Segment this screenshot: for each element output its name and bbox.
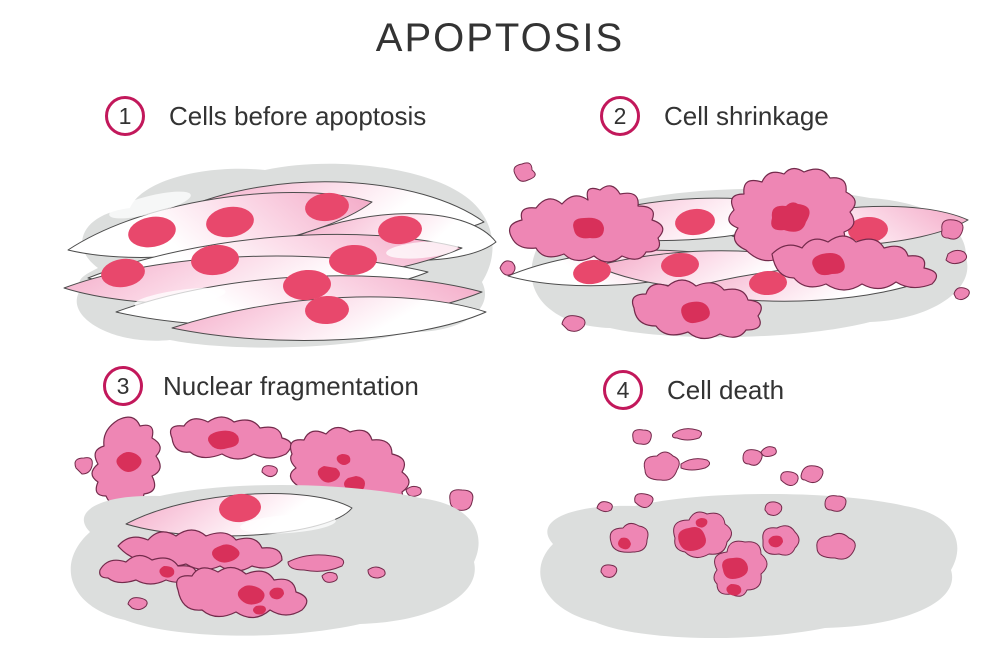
illustration-nuclear-fragmentation <box>70 416 479 636</box>
step-header-2: 2 Cell shrinkage <box>600 96 829 136</box>
diagram-title: APOPTOSIS <box>375 16 625 60</box>
illustration-cell-shrinkage <box>499 162 970 340</box>
fragmenting-cells-bottom <box>99 529 386 619</box>
step-number-badge-2: 2 <box>600 96 640 136</box>
step-number-badge-1: 1 <box>105 96 145 136</box>
step-header-3: 3 Nuclear fragmentation <box>103 366 419 406</box>
step-number-badge-4: 4 <box>603 370 643 410</box>
step-number-badge-3: 3 <box>103 366 143 406</box>
floating-apoptotic-bodies <box>596 428 847 513</box>
step-label-3: Nuclear fragmentation <box>163 370 419 401</box>
step-label-2: Cell shrinkage <box>664 100 829 131</box>
illustration-cell-death <box>540 428 958 639</box>
step-label-4: Cell death <box>667 374 785 405</box>
illustration-cells-before-apoptosis <box>63 163 497 348</box>
step-header-4: 4 Cell death <box>603 370 784 410</box>
step-header-1: 1 Cells before apoptosis <box>105 96 426 136</box>
step-label-1: Cells before apoptosis <box>169 100 427 131</box>
nuclei-group <box>101 192 422 325</box>
remaining-spindle-cell <box>125 493 353 537</box>
shrunken-cells-group <box>499 162 970 340</box>
settled-apoptotic-bodies <box>600 501 856 597</box>
